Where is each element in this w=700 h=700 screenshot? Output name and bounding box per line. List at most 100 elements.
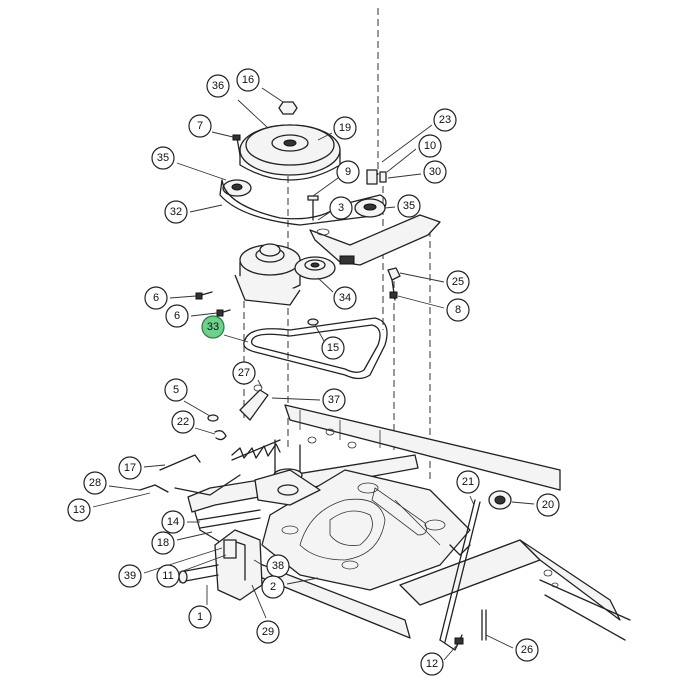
callout-3: 3 <box>317 196 353 221</box>
callout-label: 15 <box>327 342 339 354</box>
callout-label: 16 <box>242 74 254 86</box>
callout-label: 12 <box>426 658 438 670</box>
callout-circle <box>420 652 444 676</box>
callout-8: 8 <box>397 295 470 322</box>
callout-label: 20 <box>542 499 554 511</box>
callout-circle <box>515 638 539 662</box>
drive-belt <box>243 317 388 380</box>
callout-32: 32 <box>164 200 223 224</box>
callout-circle <box>321 336 345 360</box>
callout-circle <box>144 286 168 310</box>
callout-circle <box>397 194 421 218</box>
callout-circle <box>236 68 260 92</box>
callout-circle <box>322 388 346 412</box>
callout-circle <box>165 304 189 328</box>
callout-18: 18 <box>151 531 213 555</box>
callout-label: 32 <box>170 206 182 218</box>
callout-label: 28 <box>89 477 101 489</box>
callout-leader-line <box>485 634 514 649</box>
callout-leader-line <box>189 204 223 213</box>
callout-27: 27 <box>232 361 263 389</box>
callout-leader-line <box>183 400 211 417</box>
callout-37: 37 <box>271 388 346 412</box>
callout-leader-line <box>271 397 321 401</box>
callout-leader-line <box>511 501 535 505</box>
callout-label: 8 <box>455 304 461 316</box>
callout-21: 21 <box>456 470 480 506</box>
callout-leader-line <box>317 132 333 141</box>
callout-9: 9 <box>312 160 360 197</box>
callout-26: 26 <box>485 634 539 662</box>
callout-11: 11 <box>156 554 227 588</box>
callout-label: 6 <box>174 310 180 322</box>
callout-leader-line <box>223 334 249 343</box>
callout-label: 9 <box>345 166 351 178</box>
callout-label: 18 <box>157 537 169 549</box>
callout-29: 29 <box>251 584 280 644</box>
callout-circle <box>433 108 457 132</box>
callout-leader-line <box>169 295 197 299</box>
callout-label: 22 <box>177 416 189 428</box>
callout-circle <box>188 114 212 138</box>
callout-leader-line <box>251 584 267 619</box>
callout-label: 19 <box>339 122 351 134</box>
callout-2: 2 <box>261 575 319 599</box>
callout-leader-line <box>381 124 433 163</box>
right-hardware <box>387 267 401 301</box>
callout-leader-line <box>399 272 445 283</box>
callout-label: 29 <box>262 626 274 638</box>
callout-label: 21 <box>462 476 474 488</box>
callout-label: 35 <box>157 152 169 164</box>
callout-circle <box>118 456 142 480</box>
callout-circle <box>336 160 360 184</box>
callout-1: 1 <box>188 585 212 629</box>
callout-label: 25 <box>452 276 464 288</box>
callout-circle <box>418 134 442 158</box>
callout-22: 22 <box>171 410 216 435</box>
callout-label: 11 <box>162 570 173 582</box>
callout-35: 35 <box>151 146 227 181</box>
callout-leader-line <box>211 131 234 138</box>
callout-leader-line <box>469 495 475 506</box>
upper-pulley-assembly <box>219 101 441 266</box>
callout-6: 6 <box>144 286 197 310</box>
callout-circle <box>536 493 560 517</box>
callout-leader-line <box>387 173 422 179</box>
callout-circle <box>206 74 230 98</box>
callout-circle <box>164 378 188 402</box>
callout-13: 13 <box>67 492 151 522</box>
callout-circle <box>333 116 357 140</box>
callout-25: 25 <box>399 270 470 294</box>
callout-leader-line <box>317 277 334 293</box>
callout-circle <box>161 510 185 534</box>
callout-leader-line <box>143 464 166 468</box>
callout-33: 33 <box>201 315 249 343</box>
callout-leader-line <box>443 644 458 661</box>
chassis-frame <box>187 404 631 641</box>
callout-34: 34 <box>317 277 357 310</box>
callout-39: 39 <box>118 547 223 588</box>
callout-label: 34 <box>339 292 351 304</box>
callout-leader-line <box>253 559 265 567</box>
callout-6: 6 <box>165 304 218 328</box>
clutch-assembly <box>195 243 336 326</box>
callout-leader-line <box>386 148 417 173</box>
callout-leader-line <box>190 312 218 317</box>
callout-15: 15 <box>314 324 345 360</box>
callout-circle <box>67 498 91 522</box>
callout-12: 12 <box>420 644 458 676</box>
callout-circle <box>151 531 175 555</box>
callout-circle <box>261 575 285 599</box>
callout-label: 17 <box>124 462 136 474</box>
callout-leader-line <box>317 211 331 221</box>
callout-leader-line <box>108 485 141 491</box>
callout-leader-line <box>397 295 445 309</box>
callout-14: 14 <box>161 510 200 534</box>
callout-label: 38 <box>272 560 284 572</box>
callout-label: 13 <box>73 504 85 516</box>
callout-circle <box>456 470 480 494</box>
callout-circle <box>83 471 107 495</box>
callout-label: 39 <box>124 570 136 582</box>
callout-5: 5 <box>164 378 211 417</box>
callout-circle <box>446 298 470 322</box>
